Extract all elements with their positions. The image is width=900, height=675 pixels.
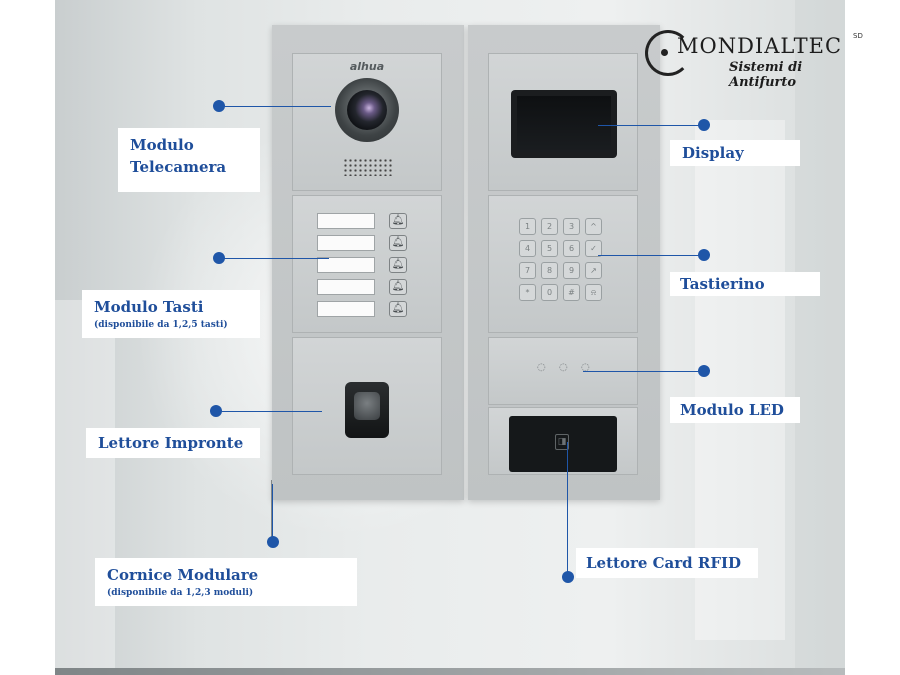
keypad-key[interactable]: * [519, 284, 536, 301]
pointer-line [272, 484, 273, 538]
window-reflection [795, 0, 845, 670]
label-keypad-main: Tastierino [680, 275, 765, 293]
pointer-line [219, 106, 331, 107]
label-modular-frame: Cornice Modulare (disponibile da 1,2,3 m… [95, 558, 357, 606]
keypad-key[interactable]: 3 [563, 218, 580, 235]
keypad-key[interactable]: 8 [541, 262, 558, 279]
logo-arc-icon [645, 30, 691, 76]
logo-name: MONDIALTEC [677, 34, 843, 58]
pointer-dot [562, 571, 574, 583]
label-display-main: Display [682, 144, 744, 162]
keypad-key[interactable]: 7 [519, 262, 536, 279]
pointer-line [567, 442, 568, 573]
brand-logo: alhua [349, 60, 385, 73]
keypad-key[interactable]: # [563, 284, 580, 301]
display-screen-inner [517, 96, 611, 152]
bell-icon[interactable]: 🔔︎ [389, 257, 407, 273]
display-module [488, 53, 638, 191]
label-button-sub: (disponibile da 1,2,5 tasti) [94, 320, 228, 330]
keypad-key[interactable]: 5 [541, 240, 558, 257]
window-reflection [55, 300, 115, 670]
button-module: 🔔︎ 🔔︎ 🔔︎ 🔔︎ 🔔︎ [292, 195, 442, 333]
label-frame-main: Cornice Modulare [107, 566, 259, 584]
led-indicator-icon: ◌ [559, 362, 568, 373]
keypad-key[interactable]: 1 [519, 218, 536, 235]
keypad-key[interactable]: ↗ [585, 262, 602, 279]
keypad-key[interactable]: 2 [541, 218, 558, 235]
pointer-dot [267, 536, 279, 548]
led-indicator-icon: ◌ [581, 362, 590, 373]
name-slot [317, 301, 375, 317]
label-led-main: Modulo LED [680, 401, 784, 419]
label-camera-line1: Modulo [130, 136, 194, 154]
keypad-key[interactable]: 6 [563, 240, 580, 257]
label-fingerprint: Lettore Impronte [86, 428, 260, 458]
pointer-line [216, 411, 322, 412]
label-led-module: Modulo LED [670, 397, 800, 423]
name-slot [317, 213, 375, 229]
logo-superscript: SD [853, 32, 863, 40]
speaker-grille [343, 158, 393, 176]
pointer-dot [698, 119, 710, 131]
fingerprint-icon [354, 392, 380, 420]
label-frame-sub: (disponibile da 1,2,3 moduli) [107, 588, 254, 598]
keypad-key[interactable]: ✓ [585, 240, 602, 257]
mondialtec-logo: MONDIALTEC SD Sistemi di Antifurto [645, 28, 870, 90]
pointer-line [583, 371, 700, 372]
rfid-module: ◨ [488, 407, 638, 475]
rfid-card-icon: ◨ [555, 434, 569, 450]
logo-tagline: Sistemi di Antifurto [729, 60, 803, 90]
fingerprint-module [292, 337, 442, 475]
label-button-main: Modulo Tasti [94, 298, 204, 316]
fingerprint-sensor[interactable] [345, 382, 389, 438]
label-fingerprint-main: Lettore Impronte [98, 434, 244, 452]
label-rfid-main: Lettore Card RFID [586, 554, 742, 572]
display-screen [511, 90, 617, 158]
pointer-dot [698, 249, 710, 261]
pointer-dot [698, 365, 710, 377]
pointer-line [219, 258, 329, 259]
pointer-line [598, 125, 700, 126]
name-slot [317, 235, 375, 251]
bell-icon[interactable]: 🔔︎ [389, 235, 407, 251]
bell-icon[interactable]: 🔔︎ [389, 301, 407, 317]
keypad-key[interactable]: ⍾ [585, 284, 602, 301]
label-camera-line2: Telecamera [130, 158, 227, 176]
label-rfid-reader: Lettore Card RFID [576, 548, 758, 578]
label-keypad: Tastierino [670, 272, 820, 296]
keypad-key[interactable]: 9 [563, 262, 580, 279]
label-camera-module: Modulo Telecamera [118, 128, 260, 192]
logo-dot-icon [661, 49, 668, 56]
camera-lens-ring [335, 78, 399, 142]
intercom-panel-left: alhua 🔔︎ 🔔︎ 🔔︎ 🔔︎ 🔔︎ [272, 25, 464, 500]
label-button-module: Modulo Tasti (disponibile da 1,2,5 tasti… [82, 290, 260, 338]
keypad-key[interactable]: 0 [541, 284, 558, 301]
keypad-key[interactable]: 4 [519, 240, 536, 257]
led-indicator-icon: ◌ [537, 362, 546, 373]
bell-icon[interactable]: 🔔︎ [389, 213, 407, 229]
camera-lens-icon [347, 90, 387, 130]
keypad-key[interactable]: ^ [585, 218, 602, 235]
pointer-line [598, 255, 700, 256]
bell-icon[interactable]: 🔔︎ [389, 279, 407, 295]
bottom-bar [55, 668, 845, 675]
frame-edge-line [271, 480, 272, 540]
camera-module: alhua [292, 53, 442, 191]
rfid-reader[interactable]: ◨ [509, 416, 617, 472]
name-slot [317, 279, 375, 295]
name-slot [317, 257, 375, 273]
label-display: Display [670, 140, 800, 166]
